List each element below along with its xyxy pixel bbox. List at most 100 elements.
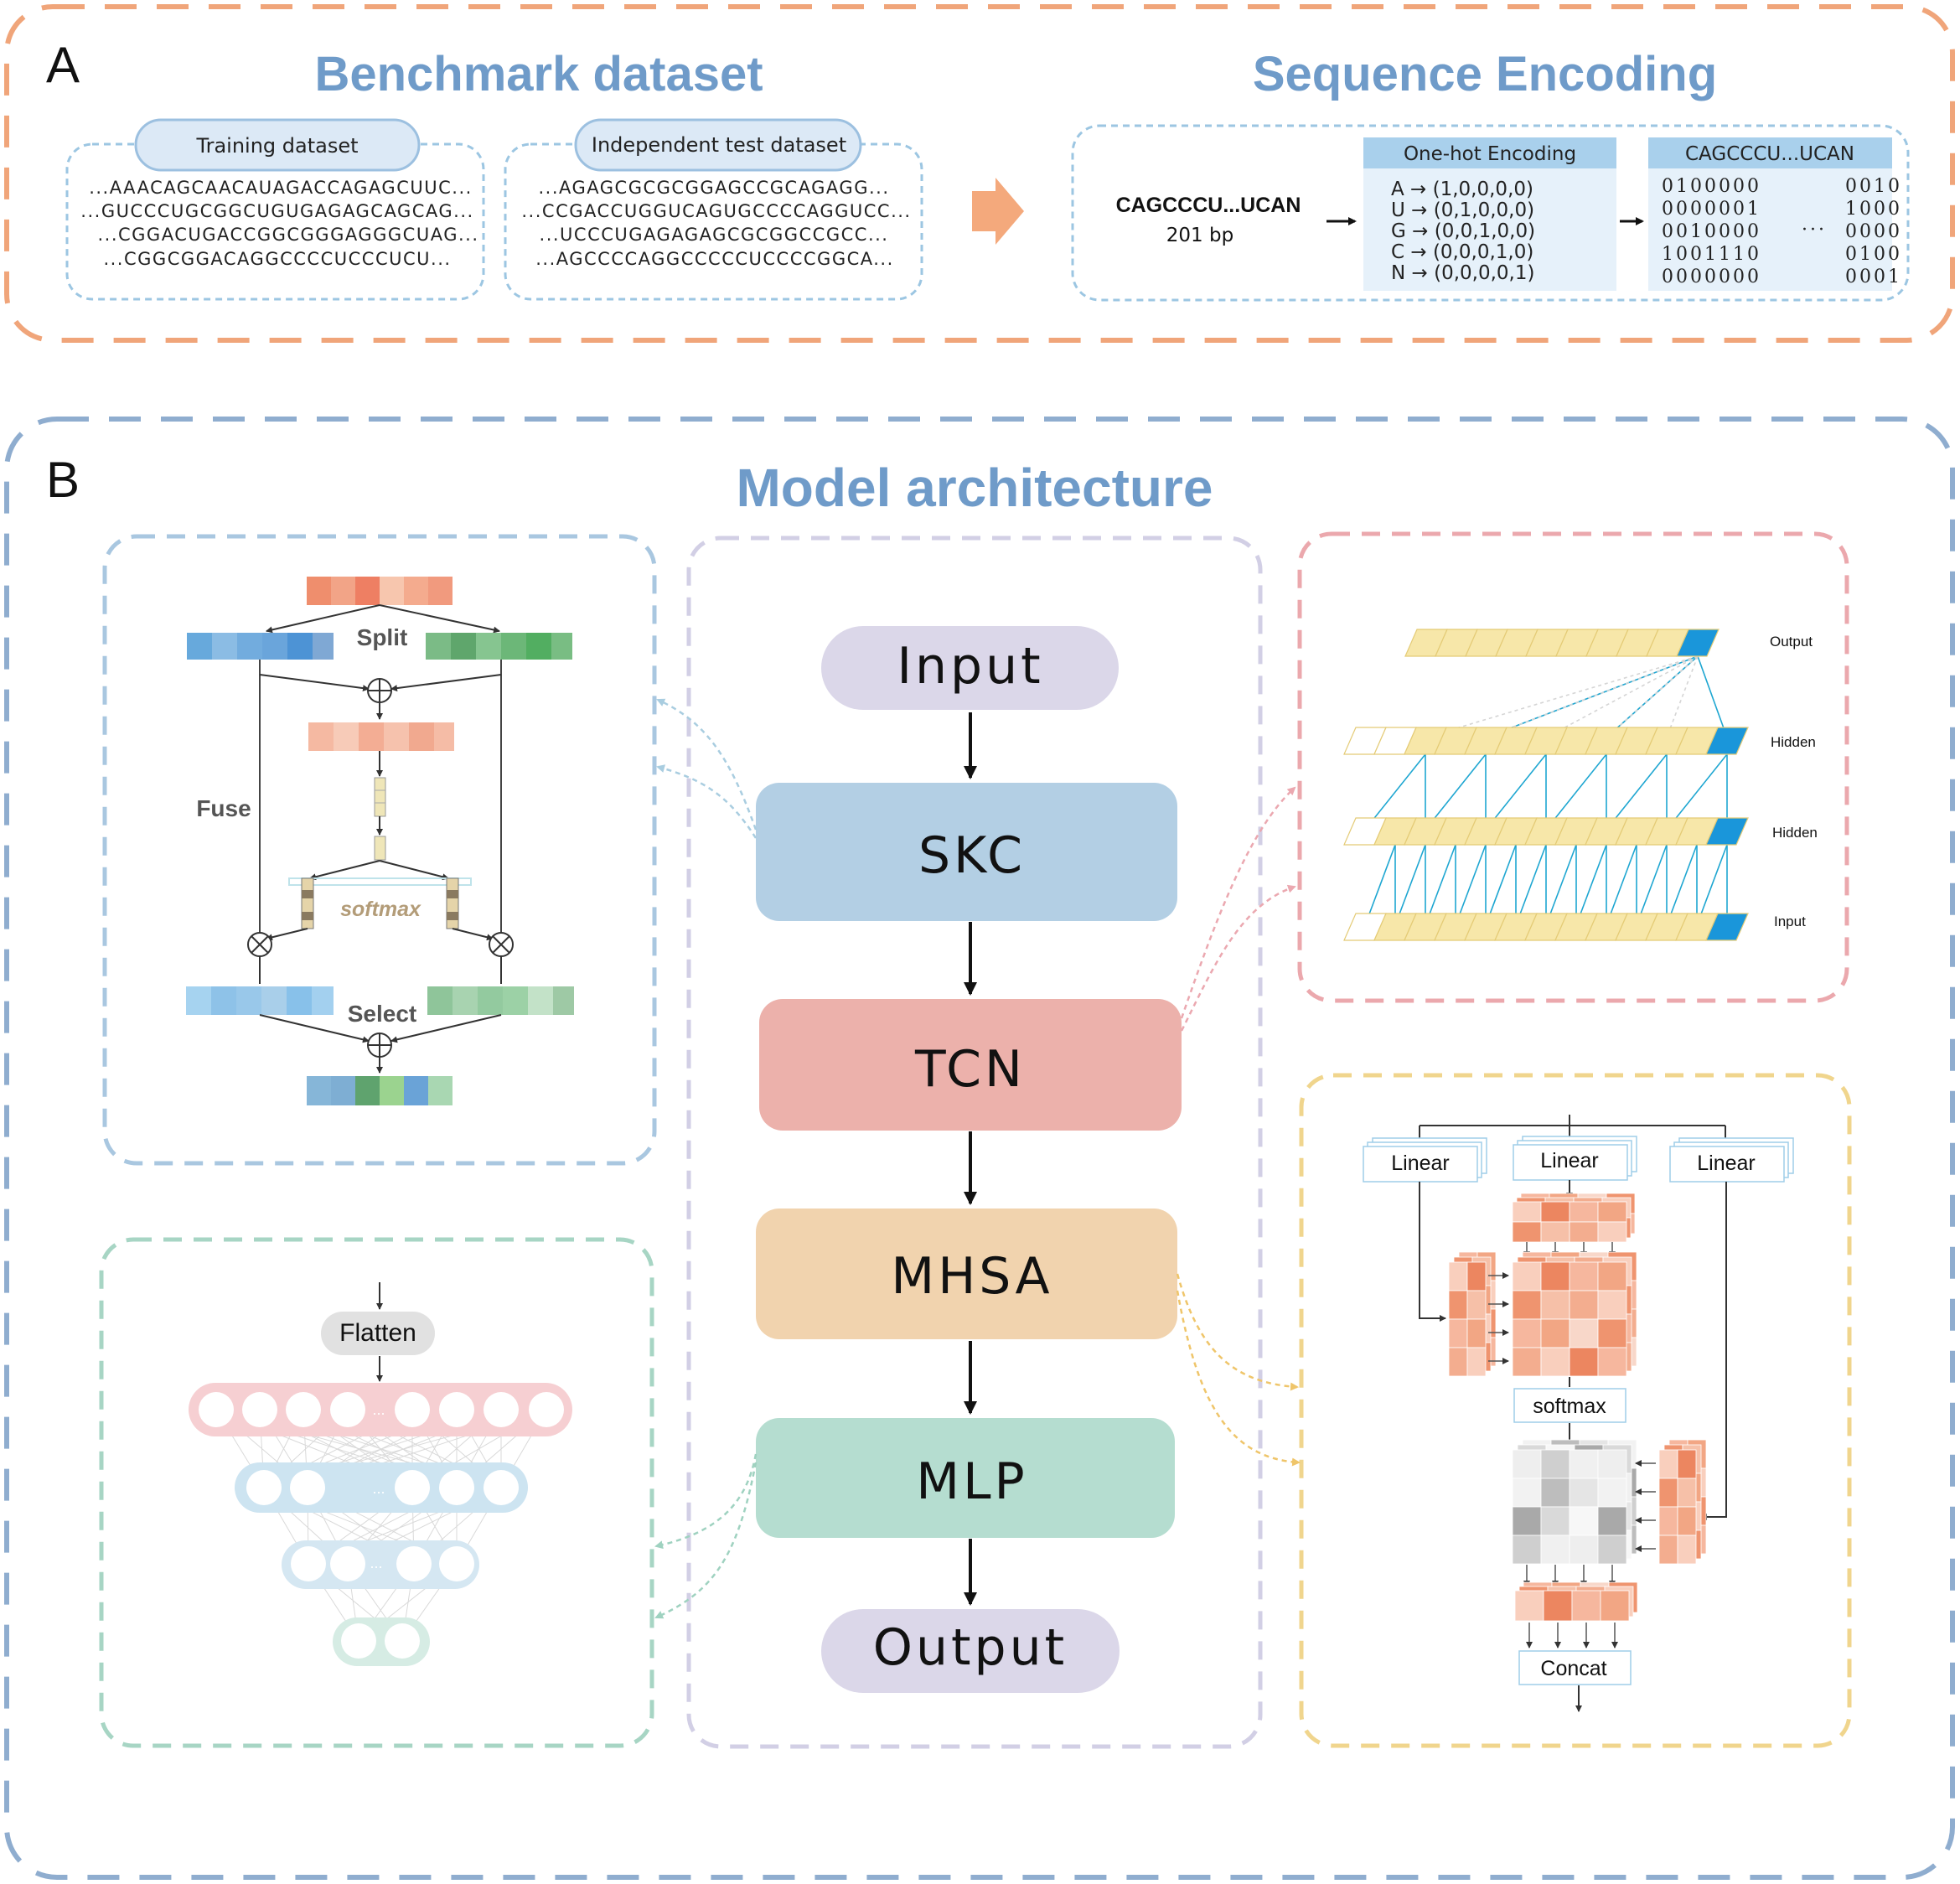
matrix-right-3: 0000 — [1845, 221, 1902, 242]
tcn-output-label: Output — [1770, 634, 1813, 650]
mlp-flatten-pill — [321, 1312, 435, 1355]
matrix-dots: ··· — [1802, 220, 1827, 241]
training-box — [65, 142, 485, 301]
skc-blue-bar — [187, 633, 334, 660]
matrix-body — [1648, 168, 1892, 291]
encoding-box — [1071, 124, 1910, 302]
flow-output — [821, 1609, 1120, 1693]
test-seq-4: ...AGCCCCAGGCCCCCUCCCCGGCA... — [535, 249, 894, 269]
skc-select-green-bar — [427, 986, 574, 1015]
input-sequence: CAGCCCU...UCAN — [1116, 194, 1301, 217]
test-seq-2: ...CCGACCUGGUCAGUGCCCCAGGUCC... — [521, 201, 911, 221]
panel-a: A Benchmark dataset Sequence Encoding Tr… — [4, 4, 1955, 343]
flow-output-label: Output — [873, 1618, 1068, 1677]
training-pill — [134, 118, 421, 172]
mlp-links — [215, 1409, 547, 1642]
mhsa-diagram: Linear Linear Linear softmax — [1363, 1115, 1794, 1712]
connector-skc-2 — [656, 764, 758, 839]
skc-top-bar — [307, 577, 453, 605]
flow-tcn — [759, 999, 1182, 1131]
matrix-right-1: 0010 — [1845, 176, 1902, 197]
connector-tcn-2 — [1180, 884, 1296, 1032]
tcn-detail-box — [1297, 531, 1849, 1003]
mlp-hidden-layer-1 — [235, 1462, 528, 1513]
test-box — [504, 142, 923, 301]
training-seq-2: ...GUCCCUGCGGCUGUGAGAGCAGCAG... — [80, 201, 473, 221]
mhsa-concat-box — [1518, 1650, 1632, 1685]
mhsa-linear-3: Linear — [1669, 1137, 1794, 1183]
mhsa-attention-matrix — [1512, 1251, 1637, 1387]
tcn-hidden-row-1 — [1343, 727, 1749, 755]
matrix-right-5: 0001 — [1845, 267, 1902, 287]
connector-mhsa-1 — [1176, 1273, 1299, 1391]
mhsa-weights-stack — [1512, 1439, 1637, 1565]
skc-select-label: Select — [348, 1001, 417, 1027]
onehot-title: One-hot Encoding — [1404, 143, 1576, 165]
onehot-row-n: N → (0,0,0,0,1) — [1391, 262, 1534, 284]
skc-softmax-label: softmax — [340, 898, 421, 921]
mlp-detail-box — [99, 1237, 654, 1748]
mhsa-softmax-box — [1513, 1388, 1626, 1423]
mhsa-key-stack — [1448, 1251, 1497, 1377]
skc-output-bar — [307, 1076, 453, 1105]
connector-mhsa-2 — [1176, 1290, 1301, 1467]
panel-a-letter: A — [46, 37, 80, 93]
mhsa-softmax-label: softmax — [1533, 1395, 1606, 1418]
test-seq-1: ...AGAGCGCGCGGAGCCGCAGAGG... — [538, 178, 889, 198]
mhsa-output-stack — [1514, 1581, 1638, 1622]
mlp-dots-3: ... — [370, 1555, 382, 1571]
flow-skc — [756, 783, 1177, 921]
connector-skc-1 — [656, 698, 758, 831]
flow-skc-label: SKC — [918, 826, 1026, 885]
benchmark-title: Benchmark dataset — [314, 47, 763, 101]
mhsa-linear-2: Linear — [1513, 1136, 1637, 1181]
matrix-right-2: 1000 — [1845, 199, 1902, 220]
connector-mlp-1 — [654, 1453, 758, 1550]
mhsa-query-stack — [1512, 1193, 1636, 1243]
skc-fused-bar — [308, 722, 454, 751]
matrix-left-1: 0100000 — [1662, 176, 1761, 197]
training-label: Training dataset — [195, 134, 358, 158]
training-seq-4: ...CGGCGGACAGGCCCCUCCCUCU... — [103, 249, 451, 269]
matrix-header — [1648, 137, 1892, 168]
matrix-right-4: 0100 — [1845, 244, 1902, 265]
model-title: Model architecture — [736, 458, 1213, 518]
mlp-flatten-label: Flatten — [339, 1319, 416, 1347]
training-seq-1: ...AAACAGCAACAUAGACCAGAGCUUC... — [89, 178, 473, 198]
input-length: 201 bp — [1166, 225, 1233, 246]
mlp-layers — [189, 1383, 572, 1666]
big-orange-arrow — [972, 178, 1024, 245]
encoding-title: Sequence Encoding — [1253, 47, 1717, 101]
mhsa-concat-label: Concat — [1540, 1657, 1606, 1680]
flow-box — [686, 536, 1263, 1749]
mlp-dots-1: ... — [372, 1401, 385, 1418]
tcn-hidden1-label: Hidden — [1771, 734, 1816, 750]
onehot-row-c: C → (0,0,0,1,0) — [1391, 241, 1533, 263]
flow-input-label: Input — [897, 637, 1043, 696]
mhsa-query-block — [1512, 1193, 1636, 1258]
mhsa-weights-matrix — [1512, 1439, 1637, 1587]
mhsa-value-stack — [1658, 1439, 1707, 1565]
mlp-hidden-layer-2 — [282, 1540, 479, 1589]
onehot-header — [1363, 137, 1616, 168]
test-pill — [574, 118, 862, 172]
mhsa-linear-3-label: Linear — [1697, 1152, 1756, 1175]
training-seq-3: ...CGGACUGACCGGCGGGAGGGCUAG... — [97, 225, 478, 245]
skc-fuse-label: Fuse — [196, 795, 251, 821]
panel-b-border — [4, 417, 1955, 1880]
mlp-input-layer — [189, 1383, 572, 1436]
matrix-left-5: 0000000 — [1662, 267, 1761, 287]
mlp-dots-2: ... — [372, 1480, 385, 1497]
onehot-row-a: A → (1,0,0,0,0) — [1391, 179, 1533, 200]
tcn-hidden2-label: Hidden — [1772, 825, 1818, 841]
flow-input — [821, 626, 1119, 710]
skc-select-blue-bar — [186, 986, 334, 1015]
tcn-output-row — [1404, 629, 1720, 657]
tcn-rows — [1343, 629, 1749, 941]
matrix-left-3: 0010000 — [1662, 221, 1761, 242]
mhsa-key-block — [1448, 1251, 1509, 1377]
tcn-connections — [1364, 655, 1728, 926]
flow-tcn-label: TCN — [914, 1040, 1026, 1099]
mlp-diagram: Flatten ... ... ... — [189, 1282, 572, 1666]
